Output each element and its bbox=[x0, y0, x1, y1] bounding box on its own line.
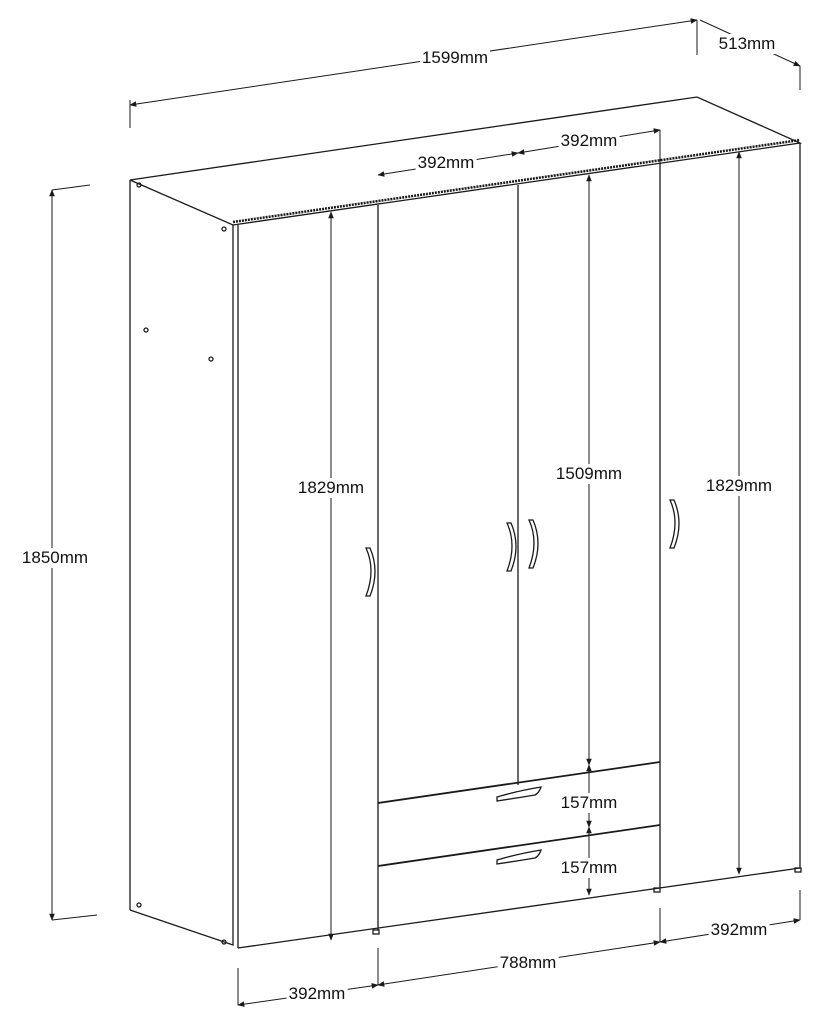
drawer-handle-bottom bbox=[496, 849, 542, 865]
top-door-width-left-label: 392mm bbox=[415, 153, 477, 173]
overall-height-label: 1850mm bbox=[19, 548, 91, 568]
left-door-height-label: 1829mm bbox=[295, 478, 367, 498]
feet bbox=[372, 867, 802, 935]
depth-label: 513mm bbox=[716, 34, 778, 54]
front-doors bbox=[237, 143, 801, 949]
bottom-drawer-height-label: 157mm bbox=[558, 858, 620, 878]
drawer-handle-top bbox=[496, 786, 542, 802]
overall-width-label: 1599mm bbox=[419, 48, 491, 68]
top-door-width-right-label: 392mm bbox=[558, 131, 620, 151]
top-drawer-height-label: 157mm bbox=[558, 793, 620, 813]
door-handles bbox=[364, 499, 680, 597]
bottom-right-width-label: 392mm bbox=[708, 920, 770, 940]
bottom-center-width-label: 788mm bbox=[497, 953, 559, 973]
side-panel bbox=[129, 180, 239, 948]
center-door-height-label: 1509mm bbox=[553, 464, 625, 484]
drawers bbox=[377, 761, 661, 867]
right-door-height-label: 1829mm bbox=[703, 476, 775, 496]
bottom-left-width-label: 392mm bbox=[286, 984, 348, 1004]
